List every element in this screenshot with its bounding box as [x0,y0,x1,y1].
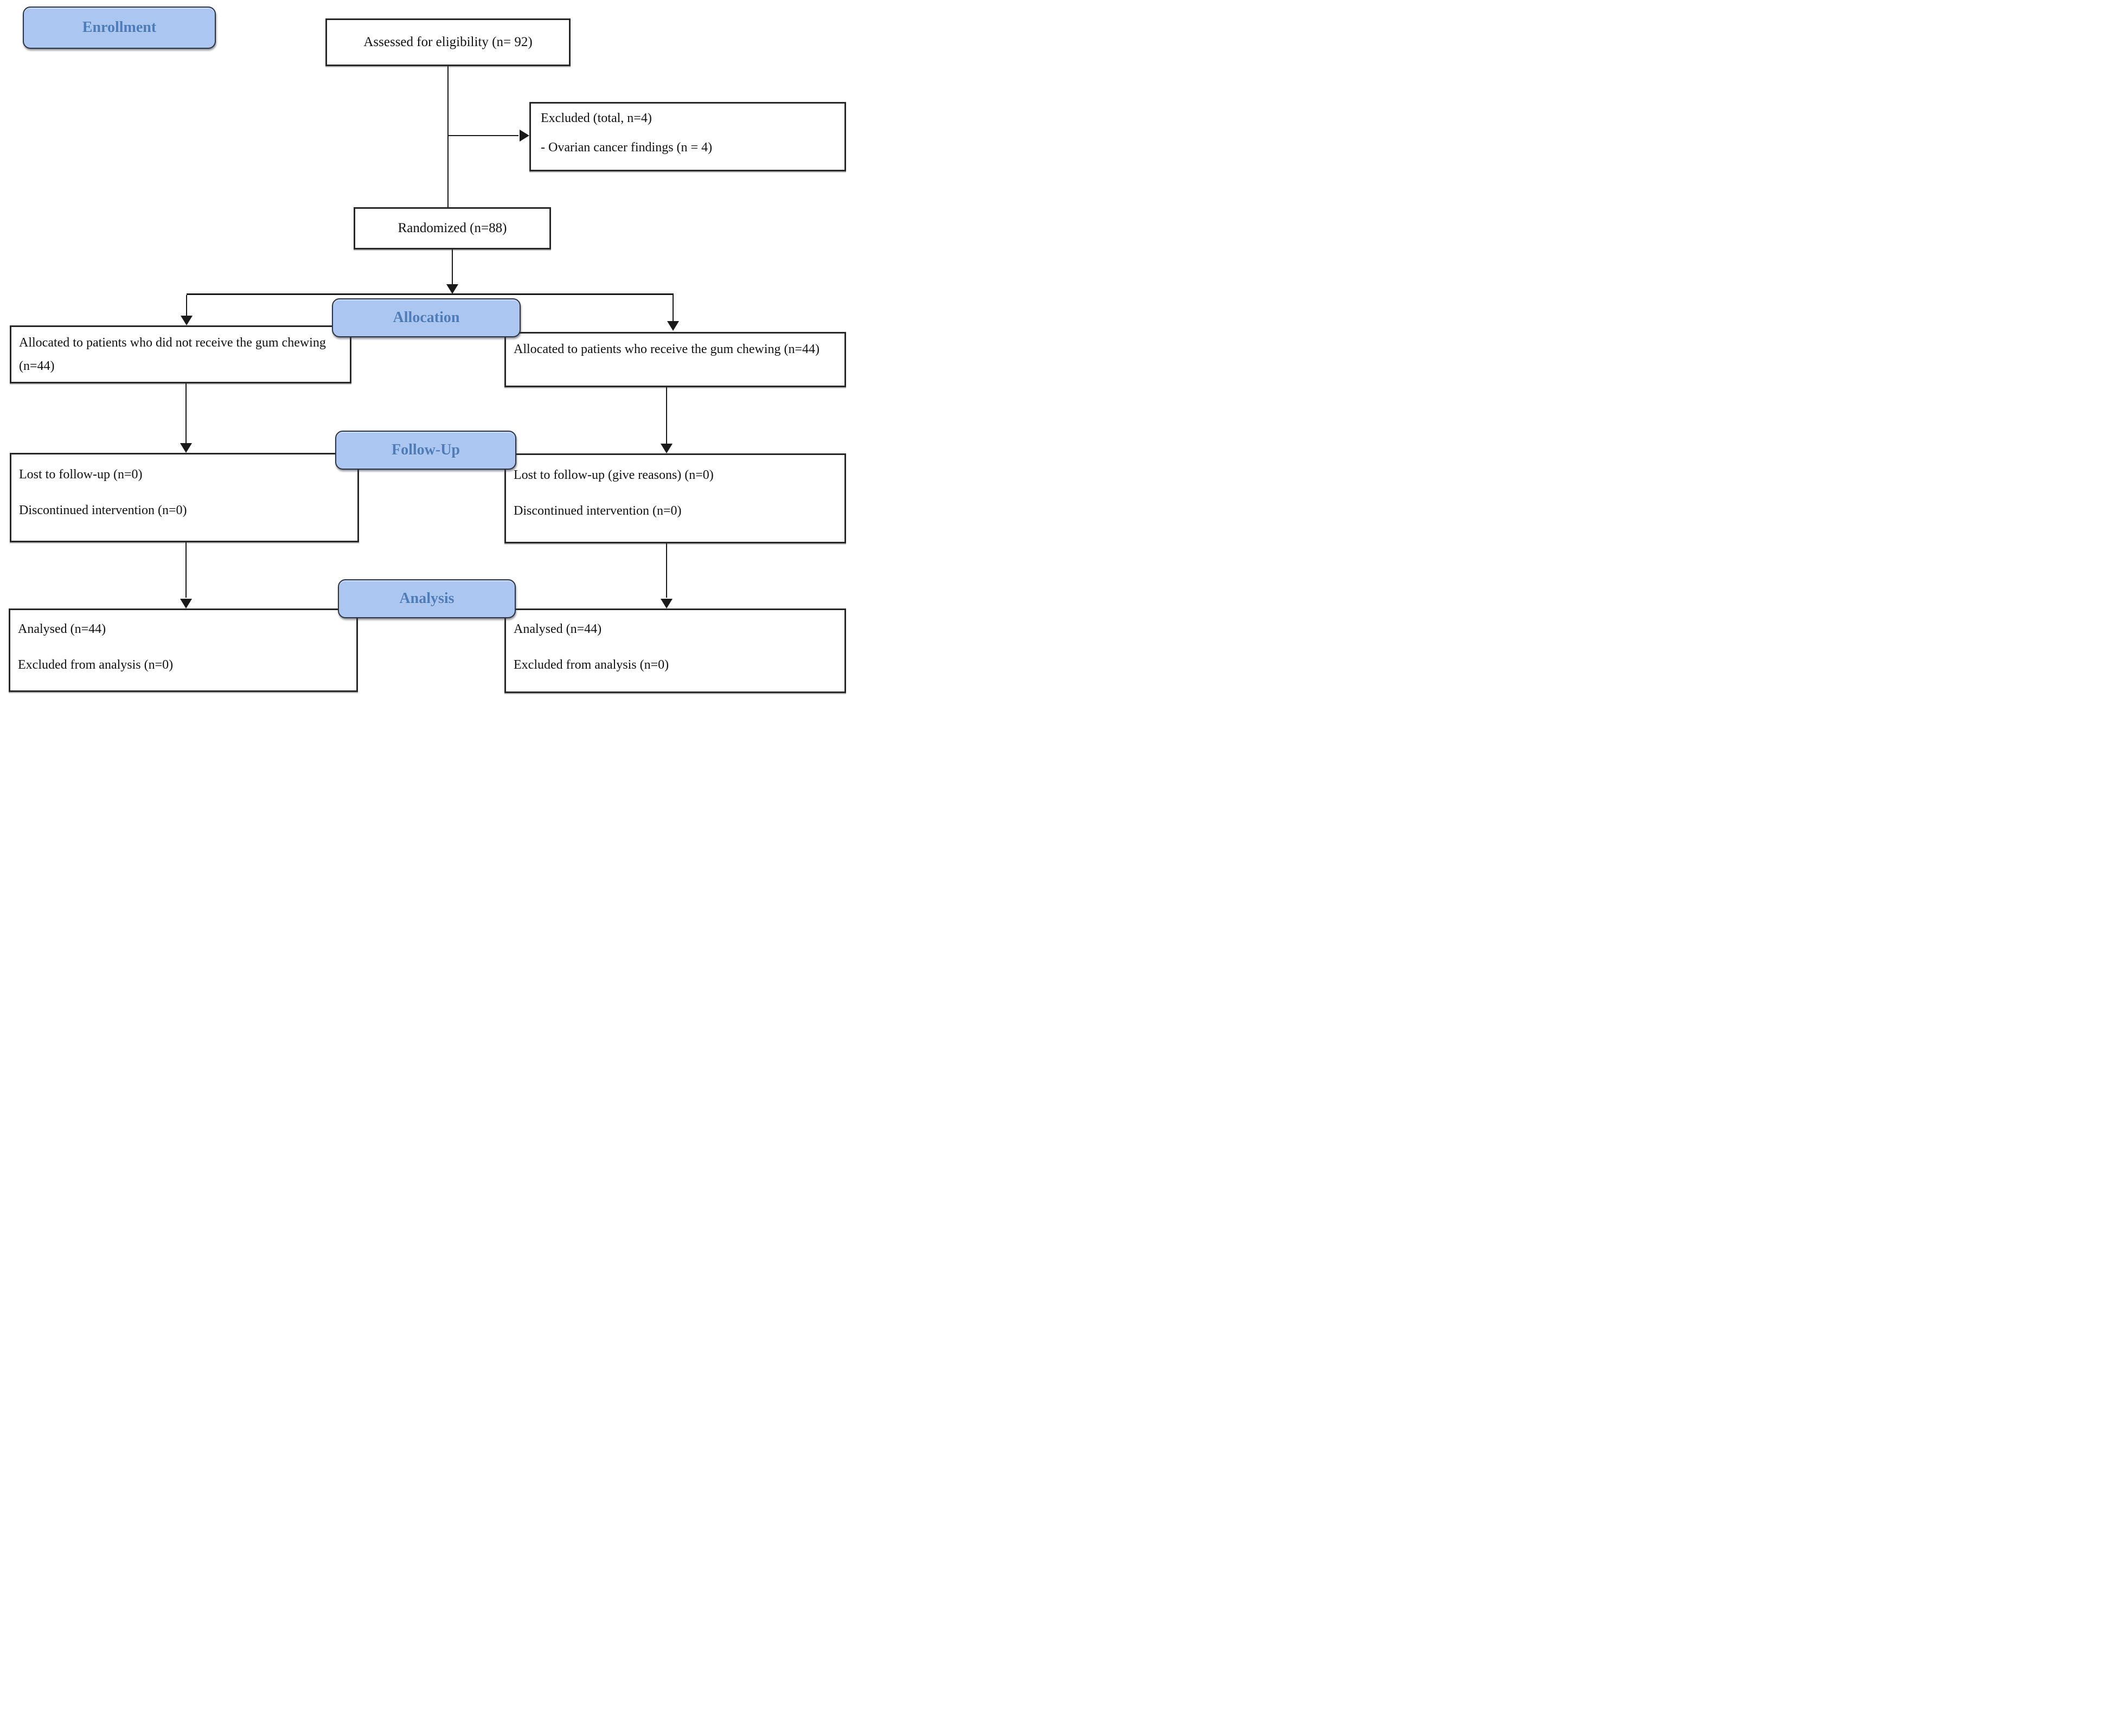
allocation-left-box: Allocated to patients who did not receiv… [10,325,351,383]
stage-label-followup: Follow-Up [335,431,516,470]
consort-flow-diagram: Enrollment Assessed for eligibility (n= … [0,0,848,694]
stage-label-allocation: Allocation [332,298,521,337]
analysis-right-line-2: Excluded from analysis (n=0) [514,658,669,672]
arrowhead-analysis-left [180,599,192,608]
connector-randomized-to-split [452,249,453,285]
stage-label-analysis: Analysis [338,579,516,618]
assessed-box: Assessed for eligibility (n= 92) [325,18,571,66]
followup-right-box: Lost to follow-up (give reasons) (n=0) D… [504,453,846,543]
stage-label-enrollment: Enrollment [23,7,216,49]
connector-split-to-alloc-right [673,295,674,322]
arrowhead-excluded [520,130,529,142]
connector-alloc-left-to-followup-left [185,383,187,444]
followup-left-line-2: Discontinued intervention (n=0) [19,503,187,517]
excluded-line-1: Excluded (total, n=4) [541,111,652,125]
connector-alloc-right-to-followup-right [666,387,667,444]
randomized-text: Randomized (n=88) [398,221,507,235]
excluded-line-2: - Ovarian cancer findings (n = 4) [541,140,713,155]
connector-assessed-to-randomized [447,66,449,207]
followup-left-line-1: Lost to follow-up (n=0) [19,467,143,482]
connector-followup-right-to-analysis-right [666,543,667,598]
followup-right-line-1: Lost to follow-up (give reasons) (n=0) [514,468,714,482]
followup-left-box: Lost to follow-up (n=0) Discontinued int… [10,453,359,542]
assessed-text: Assessed for eligibility (n= 92) [363,35,533,49]
connector-branch-excluded [448,135,518,136]
analysis-left-line-1: Analysed (n=44) [18,622,106,636]
arrowhead-followup-left [180,443,192,453]
connector-followup-left-to-analysis-left [185,542,187,598]
arrowhead-split [446,284,458,294]
allocation-right-text: Allocated to patients who receive the gu… [514,342,820,356]
arrowhead-analysis-right [661,599,673,608]
split-bar [187,293,674,295]
analysis-right-box: Analysed (n=44) Excluded from analysis (… [504,608,846,693]
arrowhead-alloc-left [181,316,193,325]
connector-split-to-alloc-left [186,295,187,316]
excluded-box: Excluded (total, n=4) - Ovarian cancer f… [529,102,846,171]
followup-right-line-2: Discontinued intervention (n=0) [514,504,682,518]
allocation-right-box: Allocated to patients who receive the gu… [504,332,846,387]
arrowhead-followup-right [661,444,673,453]
randomized-box: Randomized (n=88) [354,207,551,249]
allocation-left-text: Allocated to patients who did not receiv… [19,336,326,374]
analysis-left-line-2: Excluded from analysis (n=0) [18,658,174,672]
arrowhead-alloc-right [667,321,679,331]
analysis-left-box: Analysed (n=44) Excluded from analysis (… [9,608,358,692]
analysis-right-line-1: Analysed (n=44) [514,622,602,636]
